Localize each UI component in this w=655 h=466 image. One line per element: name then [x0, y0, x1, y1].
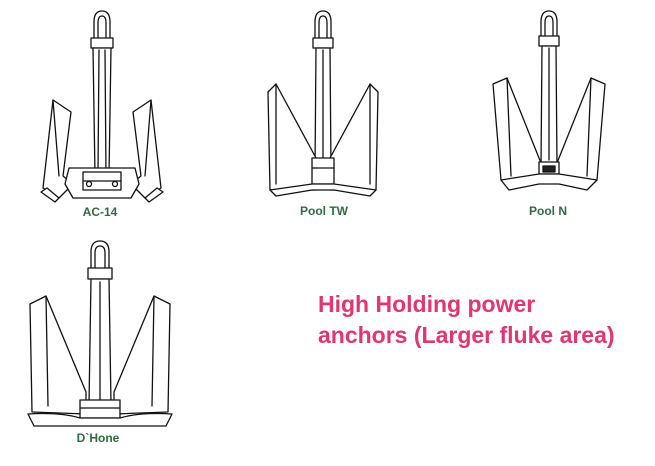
anchor-pool-n: [487, 8, 612, 200]
headline-line-1: High Holding power: [318, 291, 536, 317]
anchor-ac14: [33, 8, 168, 206]
anchor-label-dhone: D`Hone: [76, 431, 120, 445]
headline-line-2: anchors (Larger fluke area): [318, 322, 615, 348]
anchor-label-pool-tw: Pool TW: [300, 204, 348, 218]
headline: High Holding power anchors (Larger fluke…: [318, 289, 615, 351]
anchor-label-ac14: AC-14: [82, 205, 118, 219]
anchor-dhone: [20, 236, 180, 432]
anchor-label-pool-n: Pool N: [529, 204, 567, 218]
anchor-pool-tw: [262, 8, 382, 204]
